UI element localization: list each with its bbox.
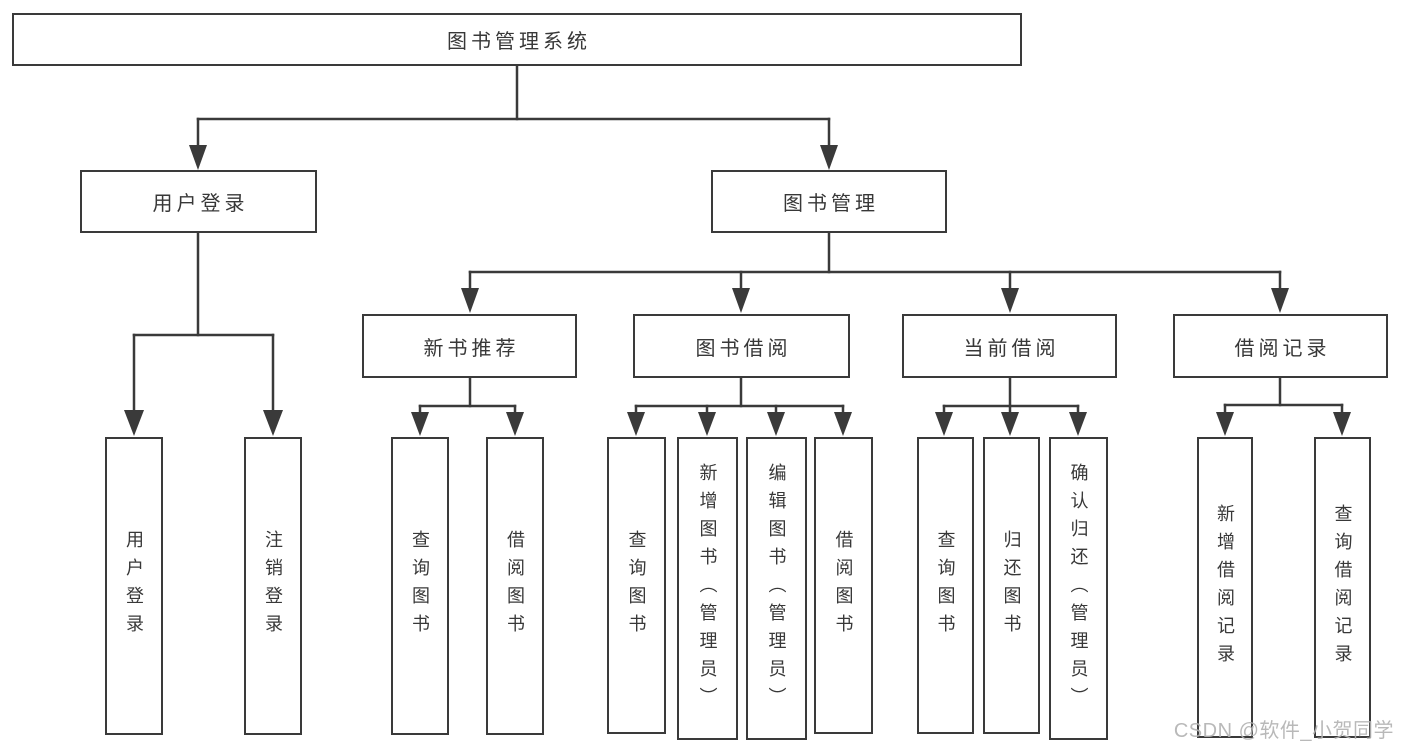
node-book-management-label: 图书管理 xyxy=(783,193,879,215)
node-new-book-recommendation: 新书推荐 xyxy=(362,314,577,378)
leaf-cb-query-books: 查询图书 xyxy=(917,437,974,734)
node-user-login: 用户登录 xyxy=(80,170,317,233)
connector-book-management-group xyxy=(461,231,1289,313)
leaf-bb-edit-books-admin-label: 编辑图书（管理员） xyxy=(766,462,787,715)
leaf-bb-borrow-books: 借阅图书 xyxy=(814,437,873,734)
leaf-nbr-query-books-label: 查询图书 xyxy=(410,530,430,642)
leaf-nbr-query-books: 查询图书 xyxy=(391,437,449,735)
leaf-logout-login: 注销登录 xyxy=(244,437,302,735)
leaf-bb-add-books-admin-label: 新增图书（管理员） xyxy=(697,462,718,715)
node-borrowing-records-label: 借阅记录 xyxy=(1234,337,1331,360)
node-book-borrowing-label: 图书借阅 xyxy=(695,337,792,360)
leaf-bb-query-books: 查询图书 xyxy=(607,437,666,734)
leaf-logout-login-label: 注销登录 xyxy=(263,530,283,642)
node-library-system: 图书管理系统 xyxy=(12,13,1022,66)
node-new-book-recommendation-label: 新书推荐 xyxy=(423,337,520,360)
leaf-bb-borrow-books-label: 借阅图书 xyxy=(833,529,854,642)
leaf-nbr-borrow-books-label: 借阅图书 xyxy=(505,530,525,642)
leaf-user-login: 用户登录 xyxy=(105,437,163,735)
leaf-user-login-label: 用户登录 xyxy=(124,530,144,642)
leaf-bb-add-books-admin: 新增图书（管理员） xyxy=(677,437,738,740)
node-borrowing-records: 借阅记录 xyxy=(1173,314,1388,378)
leaf-bb-edit-books-admin: 编辑图书（管理员） xyxy=(746,437,807,740)
leaf-br-add-borrow-record: 新增借阅记录 xyxy=(1197,437,1253,738)
node-current-borrowing-label: 当前借阅 xyxy=(963,337,1060,360)
connector-root-to-level1 xyxy=(189,64,838,170)
leaf-br-add-borrow-record-label: 新增借阅记录 xyxy=(1215,503,1235,672)
leaf-cb-return-books: 归还图书 xyxy=(983,437,1040,734)
connector-current-borrow-group xyxy=(935,376,1087,436)
leaf-br-query-borrow-record: 查询借阅记录 xyxy=(1314,437,1371,738)
leaf-nbr-borrow-books: 借阅图书 xyxy=(486,437,544,735)
node-library-system-label: 图书管理系统 xyxy=(447,31,591,53)
connector-user-login-group xyxy=(124,231,283,436)
leaf-cb-confirm-return-admin-label: 确认归还（管理员） xyxy=(1068,462,1089,715)
connector-borrow-record-group xyxy=(1216,376,1351,436)
node-current-borrowing: 当前借阅 xyxy=(902,314,1117,378)
leaf-cb-query-books-label: 查询图书 xyxy=(935,529,956,642)
leaf-cb-return-books-label: 归还图书 xyxy=(1001,529,1022,642)
leaf-bb-query-books-label: 查询图书 xyxy=(626,529,647,642)
leaf-br-query-borrow-record-label: 查询借阅记录 xyxy=(1332,503,1353,672)
node-user-login-label: 用户登录 xyxy=(152,193,249,215)
node-book-borrowing: 图书借阅 xyxy=(633,314,850,378)
connector-new-book-group xyxy=(411,376,524,436)
leaf-cb-confirm-return-admin: 确认归还（管理员） xyxy=(1049,437,1108,740)
node-book-management: 图书管理 xyxy=(711,170,947,233)
connector-book-borrow-group xyxy=(627,376,852,436)
watermark: CSDN @软件_小贺同学 xyxy=(1173,720,1394,742)
